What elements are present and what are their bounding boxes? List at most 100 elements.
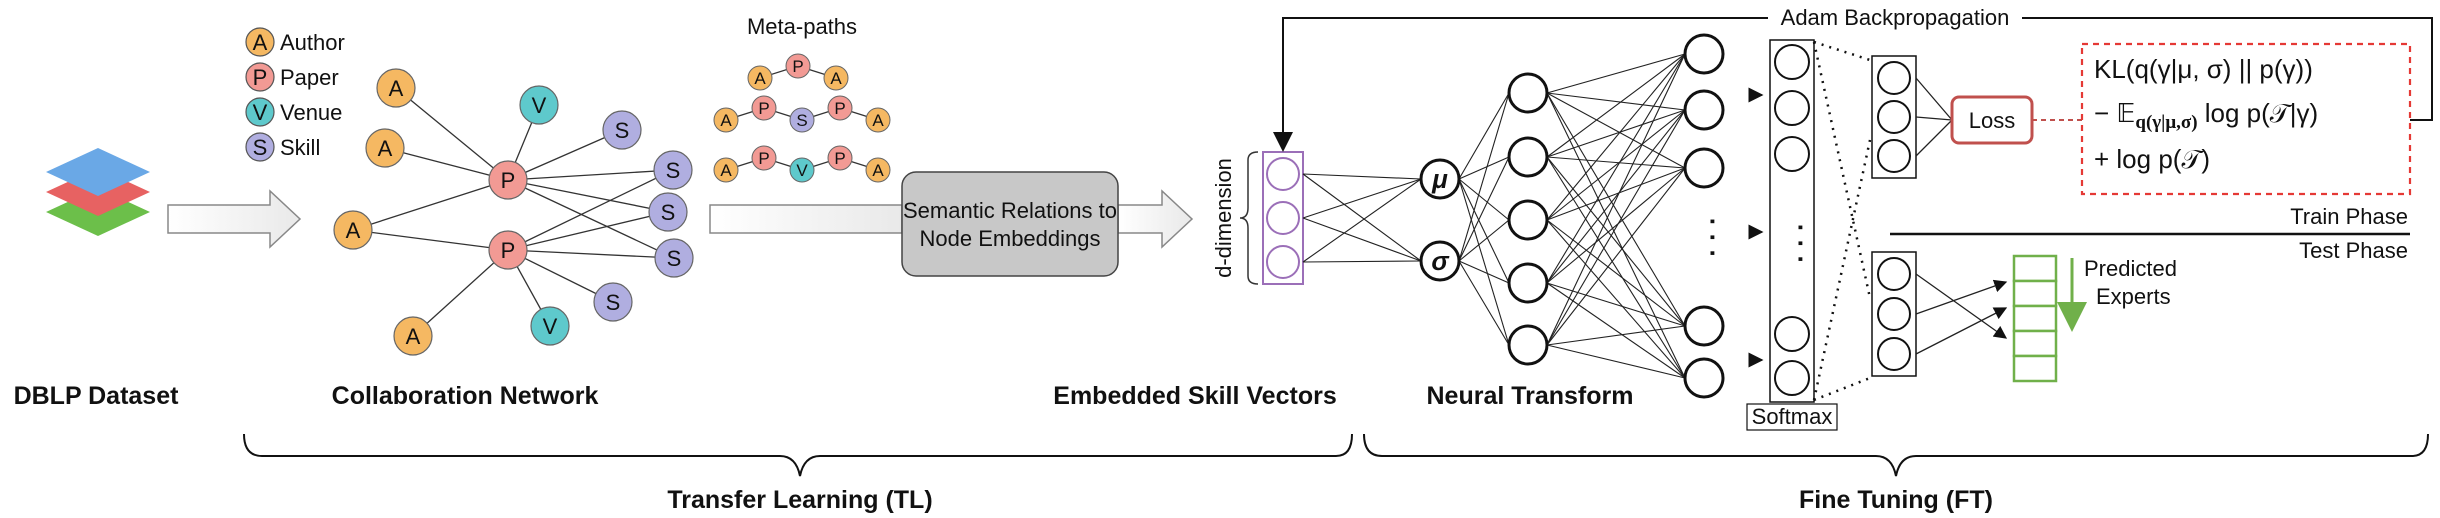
block-arrow-1 [167, 189, 302, 249]
backprop-arrow [1273, 17, 2433, 152]
nn-edge [1302, 173, 1422, 180]
legend-author-label: Author [280, 30, 345, 55]
expectation-term: − 𝔼q(γ|μ,σ) log p(𝒯|γ) [2094, 98, 2318, 133]
softmax-ellipsis: · · · [1786, 224, 1816, 264]
metapath-node [789, 107, 815, 133]
nn-edge [1546, 156, 1686, 379]
test-output-vector [1871, 251, 1917, 377]
output-node [1683, 305, 1725, 347]
caption-neural-transform: Neural Transform [1426, 382, 1633, 410]
nn-edge [1458, 260, 1510, 284]
nn-edge [1458, 219, 1510, 262]
nn-edge [1546, 344, 1686, 379]
output-node [1683, 147, 1725, 189]
skill-node [648, 192, 688, 232]
expectation-subscript: q(γ|μ,σ) [2135, 112, 2197, 133]
nn-edge [1458, 178, 1510, 284]
node-letter: A [406, 324, 421, 349]
nn-edge [1458, 260, 1510, 346]
metapath-node-letter: A [720, 111, 732, 130]
skill-node [593, 282, 633, 322]
nn-edge [1546, 325, 1686, 346]
hidden-node [1507, 199, 1549, 241]
nn-edge [1302, 217, 1422, 262]
expectation-prefix: − 𝔼 [2094, 98, 2135, 128]
test-unit [1877, 297, 1911, 331]
nn-edge [1546, 92, 1686, 169]
mu-symbol: μ [1431, 164, 1448, 194]
caption-collaboration-network: Collaboration Network [332, 382, 599, 410]
node-letter: P [501, 238, 516, 263]
legend-author-letter: A [253, 30, 268, 55]
metapath-node [713, 157, 739, 183]
hidden-node [1507, 262, 1549, 304]
network-node-letters: A A A A P P V V S S S S S [346, 76, 682, 349]
nn-edge [1546, 53, 1686, 284]
softmax-unit [1774, 136, 1810, 172]
author-node [333, 210, 373, 250]
softmax-layer: · · · Softmax [1746, 39, 1838, 431]
nn-edge [1458, 156, 1510, 262]
softmax-label: Softmax [1752, 404, 1833, 429]
test-unit [1877, 337, 1911, 371]
author-node [365, 128, 405, 168]
nn-edge [1546, 156, 1686, 169]
fine-tuning-brace [1363, 433, 2429, 477]
test-to-experts-edges [1915, 273, 2008, 355]
skill-node [654, 238, 694, 278]
author-node [376, 68, 416, 108]
network-nodes [333, 68, 694, 356]
caption-dblp-dataset: DBLP Dataset [14, 382, 180, 410]
loss-label: Loss [1969, 108, 2015, 133]
metapath-node-letter: A [830, 69, 842, 88]
nn-edge [1546, 167, 1686, 346]
hidden-node [1507, 136, 1549, 178]
loss-box: Loss [1950, 95, 2034, 145]
metapath-node [823, 65, 849, 91]
caption-transfer-learning: Transfer Learning (TL) [667, 486, 932, 514]
legend-skill-letter: S [253, 135, 268, 160]
softmax-unit [1774, 316, 1810, 352]
nn-edge [1302, 260, 1422, 263]
nn-edge [1302, 178, 1422, 263]
nn-edge [1546, 53, 1686, 158]
hidden-node [1507, 72, 1549, 114]
legend-paper-icon [245, 62, 275, 92]
train-unit [1877, 61, 1911, 95]
softmax-unit [1774, 44, 1810, 80]
embedding-unit [1266, 201, 1300, 235]
test-unit [1877, 257, 1911, 291]
metapath-node-letter: P [834, 149, 845, 168]
metapath-node [865, 107, 891, 133]
nn-edge [1546, 53, 1686, 346]
softmax-unit [1774, 90, 1810, 126]
nn-edge [1458, 92, 1510, 180]
train-unit [1877, 100, 1911, 134]
metapath-node-letter: A [720, 161, 732, 180]
d-dimension-label: d-dimension [1211, 158, 1236, 278]
nn-edge [1546, 167, 1686, 221]
backprop-label-bg [1768, 2, 2022, 30]
softmax-unit [1774, 360, 1810, 396]
nn-edge [1302, 178, 1422, 219]
nn-edge [1546, 219, 1686, 327]
output-node [1683, 89, 1725, 131]
node-letter: S [615, 118, 630, 143]
node-letter: S [661, 200, 676, 225]
node-letter: A [346, 218, 361, 243]
expert-slot [2012, 304, 2058, 333]
expectation-suffix: log p(𝒯|γ) [2198, 98, 2319, 128]
skill-node [653, 150, 693, 190]
expert-slot [2012, 279, 2058, 308]
train-to-loss-edges [1915, 77, 1953, 157]
node-letter: A [378, 136, 393, 161]
semantic-relations-box: Semantic Relations to Node Embeddings [901, 171, 1119, 277]
node-legend: A Author P Paper V Venue S Skill [245, 27, 345, 162]
metapath-node-letter: P [758, 99, 769, 118]
nn-edge [1546, 109, 1686, 284]
legend-venue-icon [245, 97, 275, 127]
metapath-node-letter: S [796, 111, 807, 130]
metapath-node [751, 145, 777, 171]
legend-skill-label: Skill [280, 135, 320, 160]
metapath-node [785, 53, 811, 79]
